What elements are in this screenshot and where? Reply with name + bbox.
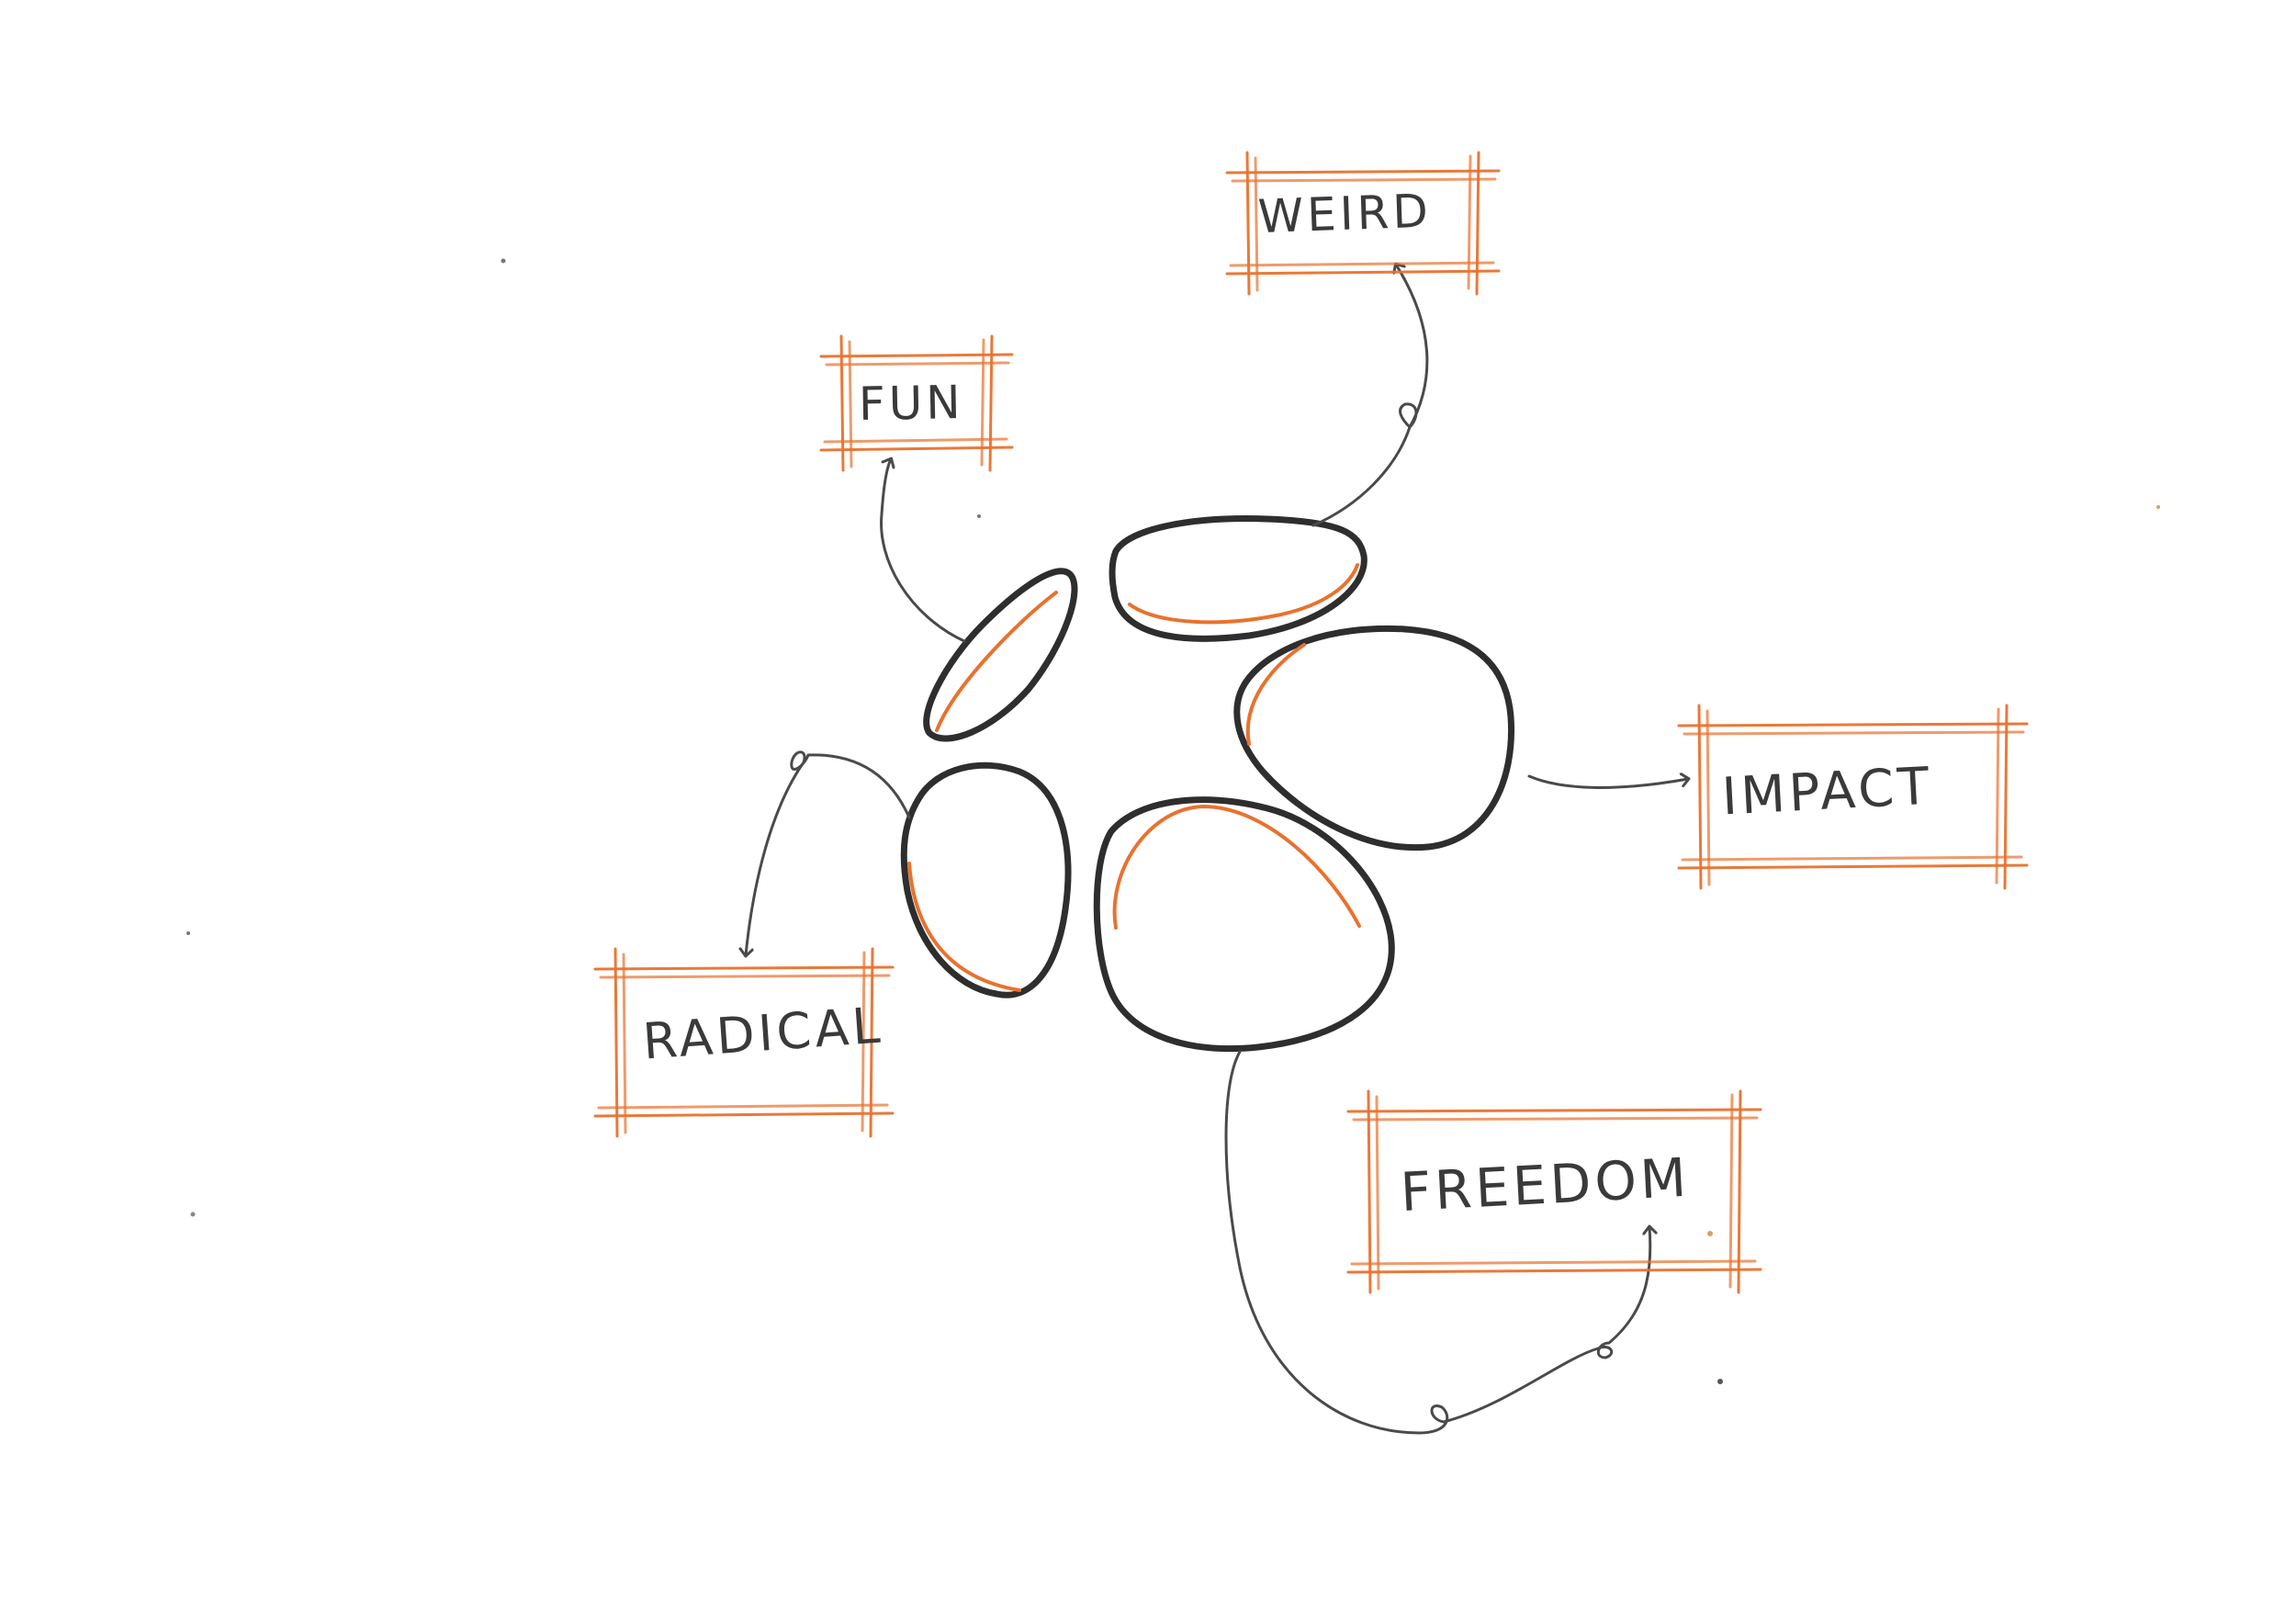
- connector-freedom: [1224, 1050, 1650, 1435]
- label-radical: RADICAL: [641, 996, 885, 1070]
- frame-stroke: [861, 951, 866, 1133]
- label-box-freedom: [1346, 1089, 1762, 1294]
- frame-stroke: [593, 965, 895, 971]
- frame-stroke: [599, 974, 891, 979]
- frame-stroke: [1352, 1116, 1759, 1122]
- frame-stroke: [988, 334, 994, 472]
- frame-stroke: [819, 353, 1014, 358]
- frame-stroke: [1705, 709, 1711, 886]
- pebble-right: [1233, 625, 1515, 851]
- pebble-bottom: [1093, 796, 1395, 1053]
- connector-radical: [746, 750, 911, 955]
- pebble-cluster: [900, 515, 1515, 1053]
- frame-stroke: [1225, 269, 1501, 276]
- frame-stroke: [823, 437, 1008, 444]
- frame-stroke: [2003, 704, 2009, 890]
- frame-stroke: [1728, 1093, 1734, 1289]
- frame-stroke: [1254, 156, 1259, 292]
- frame-stroke: [1367, 1089, 1372, 1294]
- frame-stroke: [1681, 855, 2023, 862]
- frame-stroke: [593, 1111, 895, 1118]
- frame-stroke: [848, 340, 853, 468]
- connector-weird: [1311, 265, 1429, 527]
- label-box-fun: [819, 334, 1014, 472]
- label-box-impact: [1677, 704, 2029, 890]
- label-box-weird: [1225, 151, 1501, 296]
- connector-fun: [880, 459, 966, 643]
- frame-stroke: [980, 338, 985, 467]
- frame-stroke: [1346, 1108, 1762, 1113]
- label-fun: FUN: [858, 376, 964, 431]
- pebble-left: [900, 761, 1072, 998]
- frame-stroke: [1677, 722, 2029, 727]
- frame-stroke: [1346, 1268, 1762, 1274]
- pebble-top-left: [923, 568, 1078, 742]
- frame-stroke: [1995, 707, 2000, 885]
- pebble-top: [1109, 515, 1367, 642]
- frame-stroke: [613, 947, 619, 1138]
- label-weird: WEIRD: [1257, 185, 1433, 244]
- frame-stroke: [597, 1103, 889, 1110]
- frame-stroke: [819, 445, 1014, 452]
- label-freedom: FREEDOM: [1399, 1146, 1691, 1224]
- frame-stroke: [825, 361, 1010, 367]
- frame-stroke: [1467, 154, 1472, 290]
- frame-stroke: [1350, 1259, 1757, 1266]
- paper-specks: [186, 258, 2160, 1384]
- frame-stroke: [622, 953, 627, 1134]
- frame-stroke: [1225, 169, 1501, 175]
- frame-stroke: [869, 947, 874, 1138]
- frame-stroke: [1737, 1089, 1742, 1294]
- frame-stroke: [1683, 730, 2025, 736]
- frame-stroke: [1231, 177, 1497, 183]
- label-impact: IMPACT: [1720, 757, 1934, 828]
- connector-impact: [1527, 776, 1688, 789]
- frame-stroke: [1229, 261, 1495, 267]
- frame-stroke: [1245, 151, 1251, 296]
- frame-stroke: [1677, 863, 2029, 870]
- label-box-radical: [593, 947, 895, 1138]
- frame-stroke: [1375, 1095, 1380, 1291]
- frame-stroke: [1697, 704, 1703, 890]
- frame-stroke: [839, 334, 845, 472]
- connectors: [746, 265, 1688, 1435]
- frame-stroke: [1475, 151, 1480, 296]
